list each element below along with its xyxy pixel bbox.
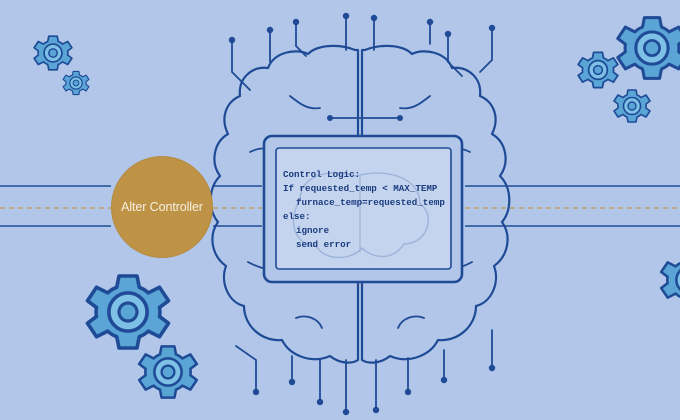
code-line: send error (296, 239, 352, 250)
band-lines (0, 185, 680, 227)
code-line: Control Logic: (283, 169, 361, 180)
circuit-trace (231, 15, 493, 413)
code-line: If requested_temp < MAX_TEMP (283, 183, 438, 194)
code-line: ignore (296, 225, 330, 236)
code-screen: Control Logic: If requested_temp < MAX_T… (276, 148, 451, 269)
controller-label: Alter Controller (121, 200, 203, 214)
alter-controller-node: Alter Controller (111, 156, 213, 258)
code-line: furnace_temp=requested_temp (296, 197, 445, 208)
screen-frame (262, 134, 464, 284)
code-line: else: (283, 211, 311, 222)
